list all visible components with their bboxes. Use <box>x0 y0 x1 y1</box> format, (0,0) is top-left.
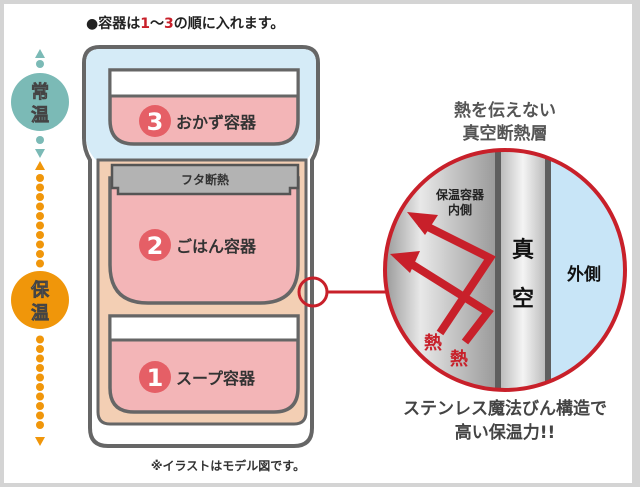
svg-text:常: 常 <box>31 81 49 103</box>
arrow-down-icon <box>35 437 45 446</box>
outer-label: 外側 <box>567 264 601 285</box>
heat-arrow-icon <box>390 251 420 273</box>
scale-dot <box>36 250 44 258</box>
scale-dot <box>36 240 44 249</box>
temperature-scale: 常 温 保 温 <box>11 49 69 446</box>
scale-dot <box>36 202 44 211</box>
lid-insulation: フタ断熱 <box>110 163 300 196</box>
lunch-jar: 3 おかず容器 2 ごはん容器 フタ断熱 1 スープ容器 <box>82 45 320 448</box>
scale-dot <box>36 383 44 391</box>
heat-label: 熱 <box>424 332 442 354</box>
svg-text:1: 1 <box>147 364 164 392</box>
svg-text:スープ容器: スープ容器 <box>176 369 256 388</box>
detail-circle <box>383 148 627 392</box>
svg-text:2: 2 <box>147 232 164 260</box>
detail-title: 真空断熱層 <box>463 123 548 144</box>
svg-text:3: 3 <box>147 108 164 136</box>
caption: 高い保温力!! <box>455 422 556 443</box>
scale-dot <box>36 345 44 353</box>
side-dish-container: 3 おかず容器 <box>108 68 300 146</box>
vacuum-label: 空 <box>512 286 534 312</box>
scale-dot <box>36 193 44 201</box>
scale-dot <box>36 212 44 220</box>
scale-dot <box>36 259 44 268</box>
scale-dot <box>36 421 44 429</box>
arrow-up-icon <box>35 49 45 58</box>
order-note: ●容器は1～3の順に入れます。 <box>86 15 284 32</box>
keep-warm-badge <box>11 271 69 329</box>
scale-dot <box>36 335 44 344</box>
svg-text:保: 保 <box>30 279 50 301</box>
svg-text:温: 温 <box>31 303 49 324</box>
scale-dot <box>36 402 44 410</box>
scale-dot <box>36 221 44 230</box>
footnote: ※イラストはモデル図です。 <box>151 458 305 473</box>
inner-label: 内側 <box>448 202 472 217</box>
scale-dot <box>36 354 44 363</box>
heat-label: 熱 <box>450 348 468 370</box>
heat-arrow-icon <box>402 219 496 345</box>
svg-text:温: 温 <box>31 105 49 126</box>
svg-text:ごはん容器: ごはん容器 <box>176 237 257 256</box>
detail-title: 熱を伝えない <box>454 100 556 121</box>
heat-arrow-icon <box>407 212 438 235</box>
svg-text:フタ断熱: フタ断熱 <box>181 172 229 187</box>
scale-dot <box>36 183 44 192</box>
caption: ステンレス魔法びん構造で <box>403 398 607 419</box>
arrow-down-icon <box>35 149 45 158</box>
scale-dot <box>36 411 44 420</box>
scale-dot <box>36 231 44 239</box>
arrow-up-icon <box>35 161 45 170</box>
scale-dot <box>36 392 44 401</box>
soup-container: 1 スープ容器 <box>108 314 300 414</box>
rice-container: 2 ごはん容器 <box>108 176 300 305</box>
svg-text:おかず容器: おかず容器 <box>176 113 257 132</box>
scale-dot <box>36 364 44 372</box>
scale-dot <box>36 373 44 382</box>
room-temp-badge <box>11 73 69 131</box>
inner-label: 保温容器 <box>435 187 485 202</box>
scale-dot <box>36 174 44 182</box>
vacuum-label: 真 <box>512 237 534 263</box>
